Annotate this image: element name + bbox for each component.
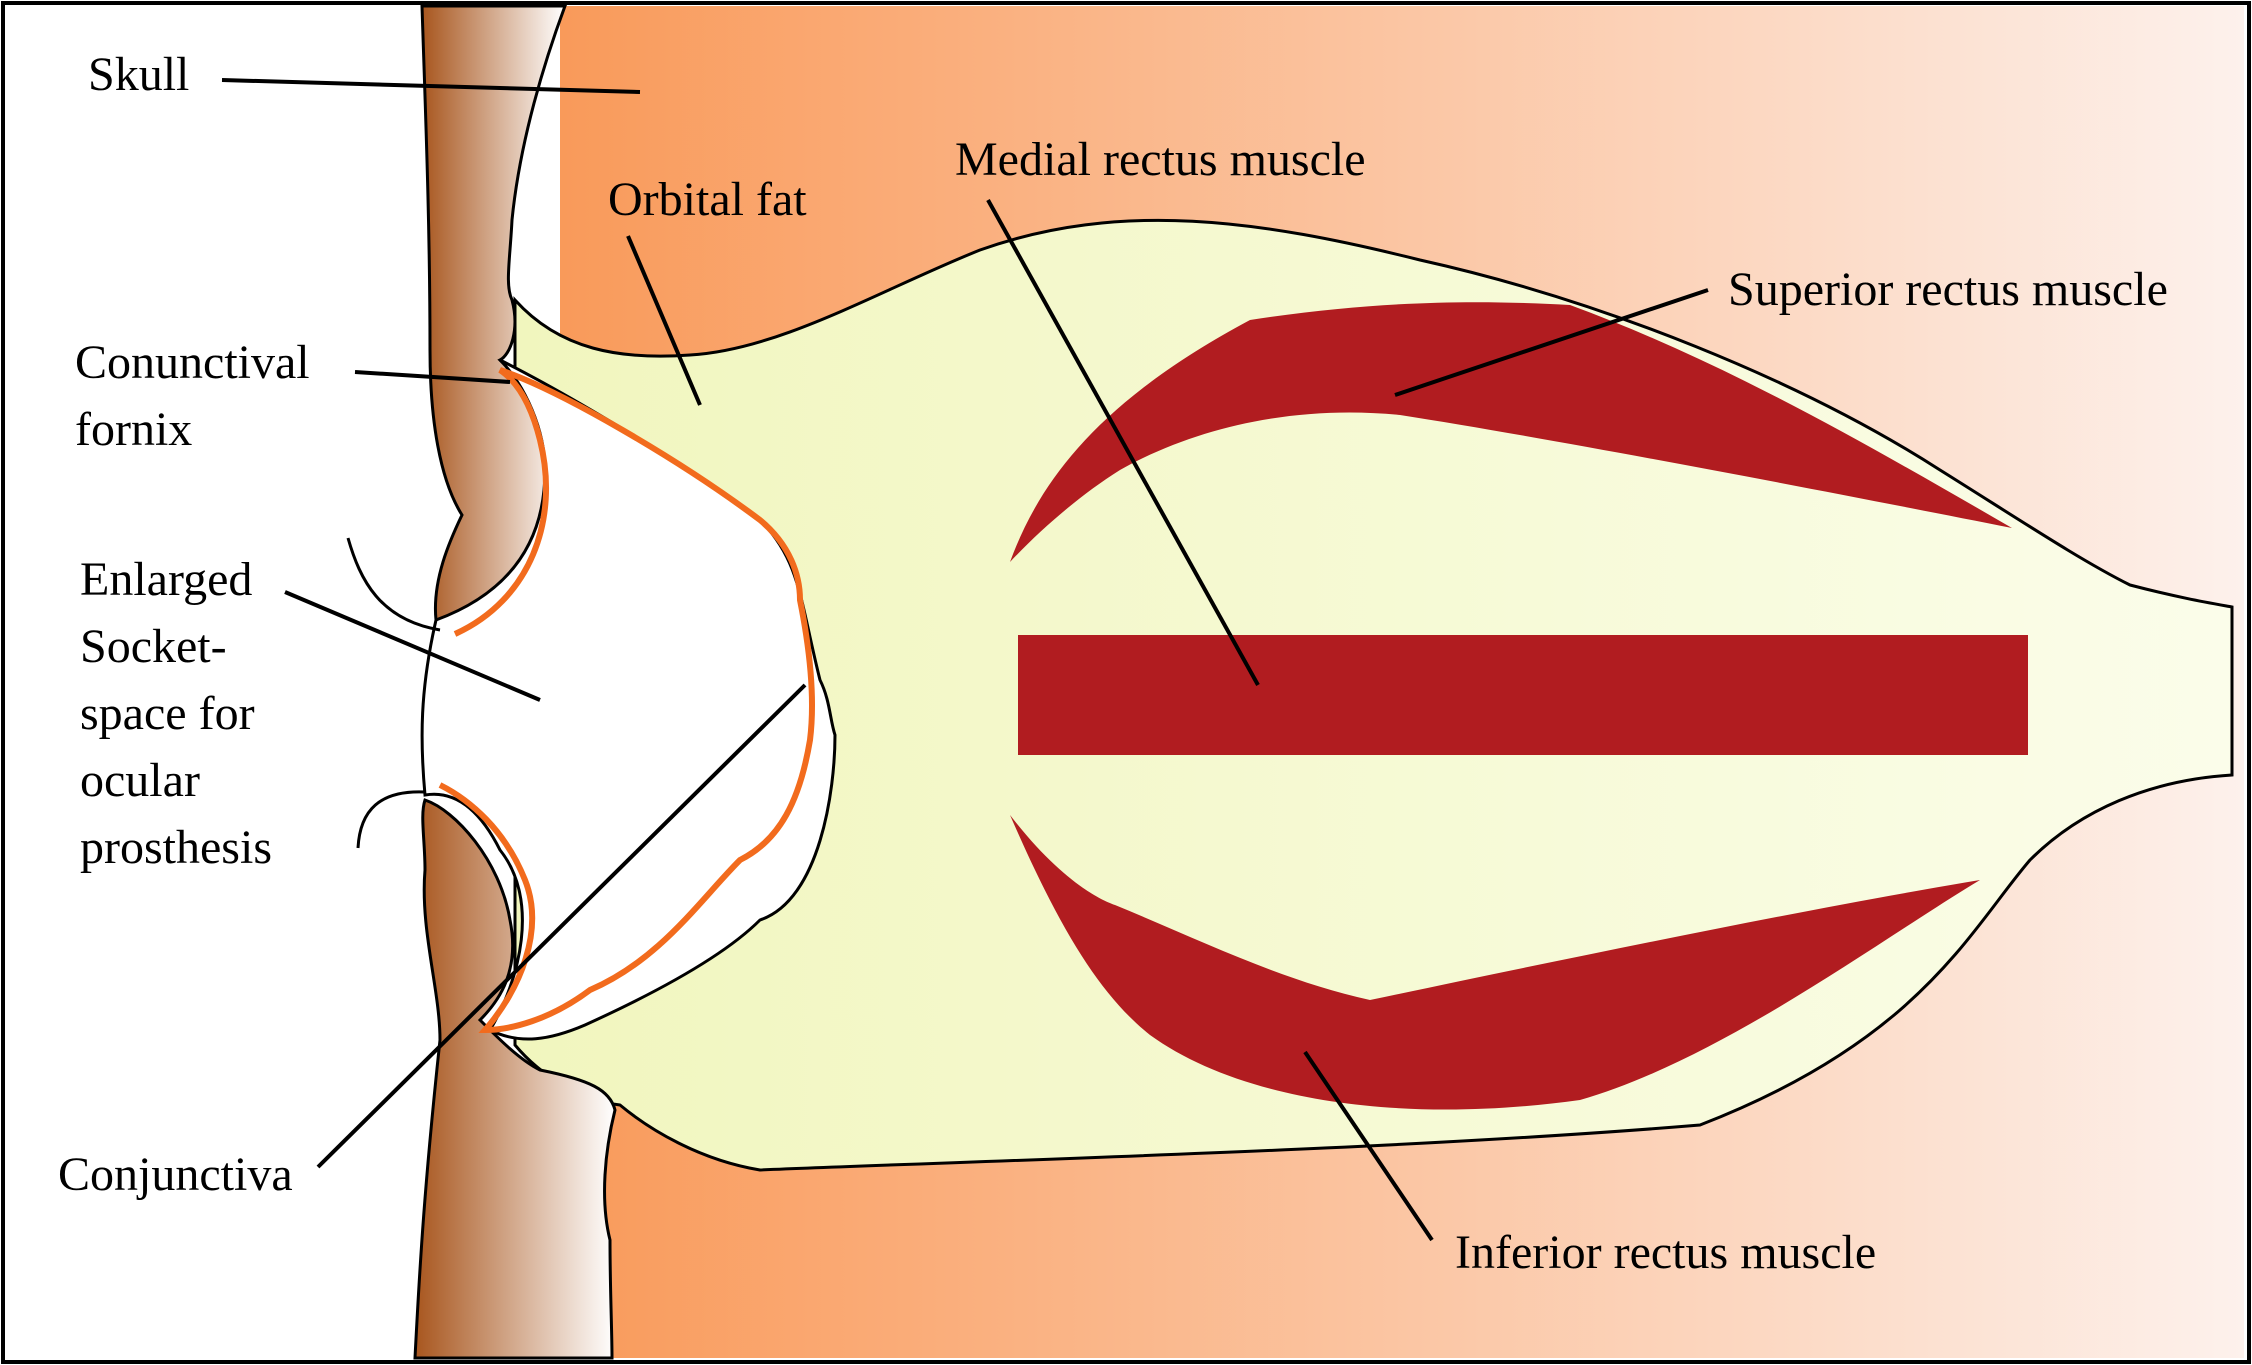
conjunctival-fornix-label-line-2: fornix: [75, 403, 192, 456]
orbital-fat-leader-line: [626, 235, 702, 406]
conjunctiva-label: Conjunctiva: [58, 1148, 293, 1201]
superior-rectus-label: Superior rectus muscle: [1728, 263, 2168, 316]
superior-rectus-leader-line: [1394, 288, 1709, 397]
enlarged-socket-label: Enlarged Socket- space for ocular prosth…: [80, 553, 272, 874]
conjunctival-fornix-label: Conunctival fornix: [75, 336, 322, 456]
medial-rectus-label: Medial rectus muscle: [955, 133, 1366, 186]
enlarged-socket-label-line-2: Socket-: [80, 620, 227, 673]
medial-rectus-leader-line: [986, 199, 1260, 686]
inferior-rectus-label: Inferior rectus muscle: [1455, 1226, 1876, 1279]
conjunctival-fornix-leader-line: [354, 370, 511, 384]
enlarged-socket-label-line-5: prosthesis: [80, 821, 272, 874]
inferior-rectus-muscle: [1010, 815, 1980, 1110]
inferior-rectus-leader-line: [1303, 1050, 1434, 1242]
lower-eyelid-flap: [356, 790, 426, 849]
upper-eyelid-flap: [346, 537, 441, 632]
skull-leader-line: [221, 78, 641, 94]
conjunctival-fornix-label-line-1: Conunctival: [75, 336, 310, 389]
skull-label: Skull: [88, 48, 189, 101]
enlarged-socket-label-line-1: Enlarged: [80, 553, 252, 606]
enlarged-socket-label-line-4: ocular: [80, 754, 200, 807]
enlarged-socket-leader-line: [284, 590, 541, 702]
orbital-fat-label: Orbital fat: [608, 173, 807, 226]
superior-rectus-muscle: [1010, 302, 2012, 562]
medial-rectus-muscle: [1018, 635, 2028, 755]
conjunctiva-leader-line: [316, 683, 807, 1169]
enlarged-socket-label-line-3: space for: [80, 687, 255, 740]
conjunctiva-line: [438, 367, 815, 1034]
